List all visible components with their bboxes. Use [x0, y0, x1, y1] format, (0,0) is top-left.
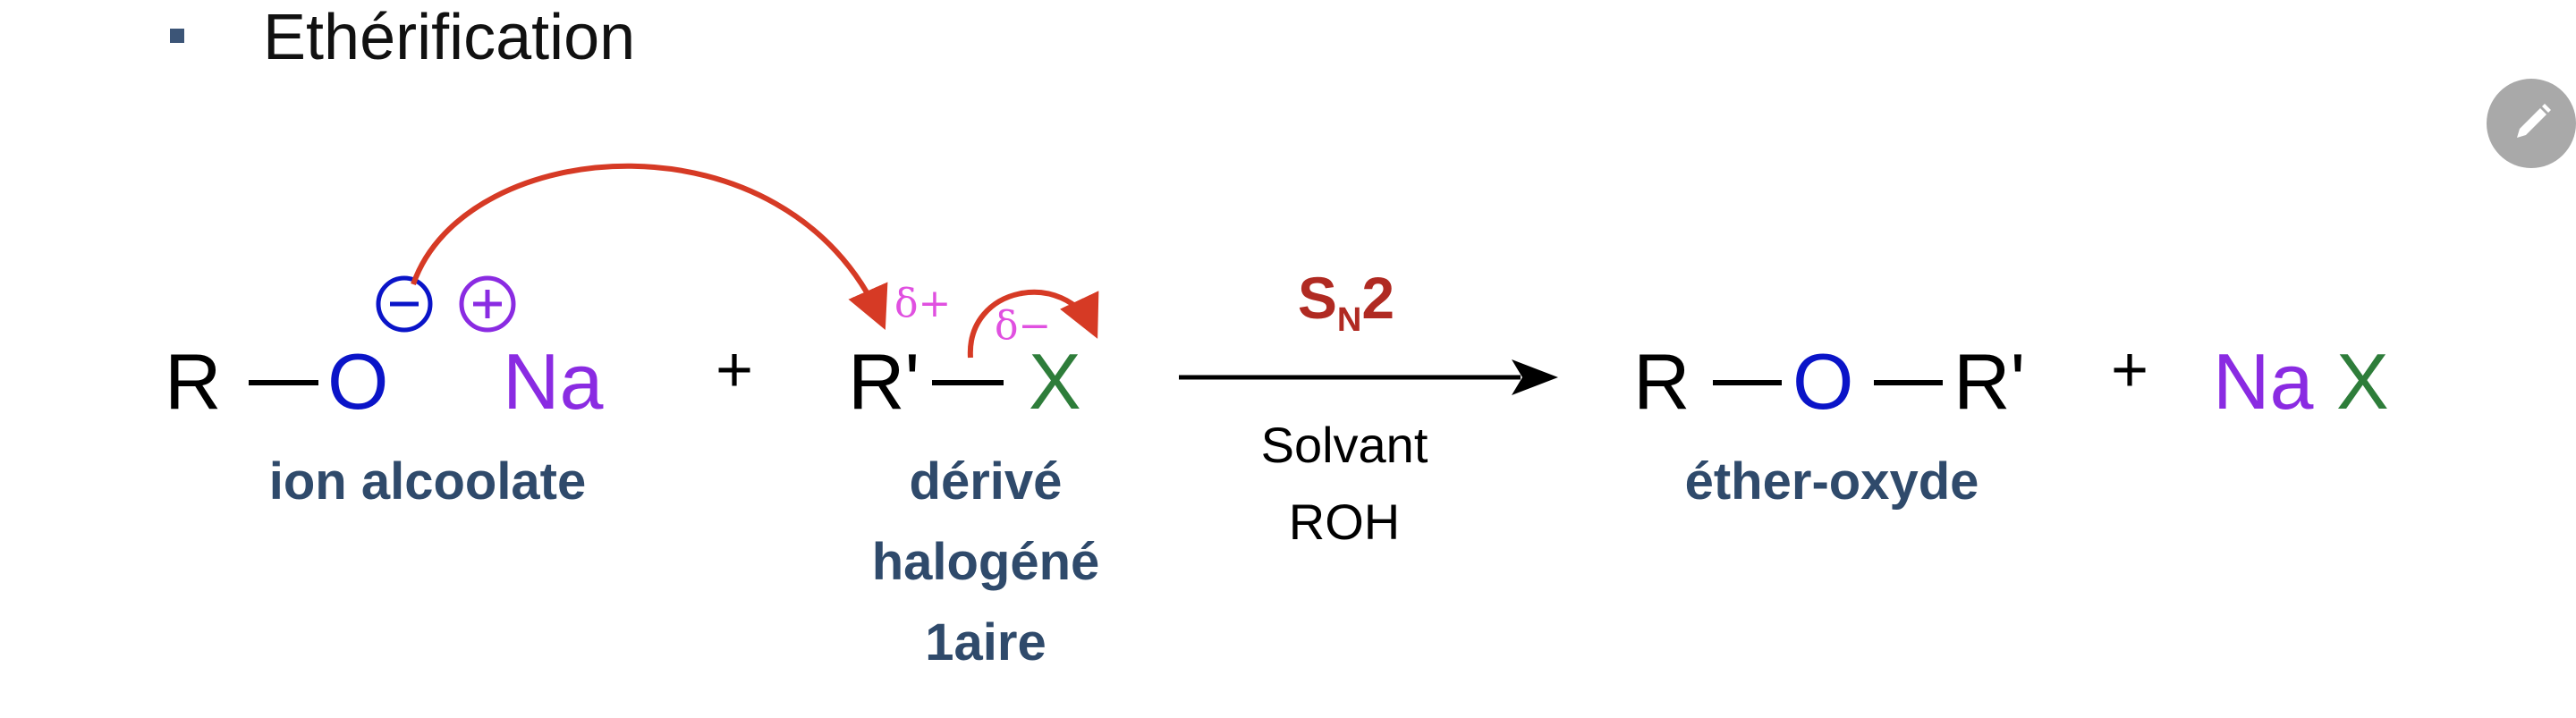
- label-ion-alcoolate: ion alcoolate: [268, 452, 587, 511]
- pencil-icon: [2517, 104, 2551, 138]
- plus-sign: +: [716, 334, 754, 406]
- negative-charge-icon: [376, 275, 433, 333]
- bullet-icon: [170, 29, 184, 43]
- salt-Na: Na: [2213, 337, 2314, 426]
- atom-O: O: [327, 337, 389, 426]
- positive-charge-icon: [459, 275, 516, 333]
- edit-button[interactable]: [2487, 79, 2576, 168]
- solvent-line-2: ROH: [1288, 494, 1401, 550]
- product-atom-O: O: [1792, 337, 1854, 426]
- section-title: Ethérification: [263, 2, 636, 73]
- mechanism-label: SN2: [1298, 268, 1394, 337]
- mechanism-N: N: [1336, 301, 1362, 340]
- plus-sign-2: +: [2111, 334, 2149, 406]
- atom-Na: Na: [503, 337, 604, 426]
- mechanism-2: 2: [1361, 265, 1395, 331]
- solvent-line-1: Solvant: [1260, 417, 1428, 473]
- label-derive: dérivé: [909, 452, 1063, 511]
- atom-X: X: [1029, 337, 1081, 426]
- atom-R: R: [165, 337, 222, 426]
- nucleophilic-attack-arrow: [411, 163, 888, 330]
- label-ether-oxyde: éther-oxyde: [1684, 452, 1979, 511]
- atom-R-prime: R': [848, 337, 920, 426]
- product-atom-R: R: [1633, 337, 1690, 426]
- delta-plus: δ+: [894, 281, 952, 326]
- salt-X: X: [2336, 337, 2389, 426]
- delta-minus: δ−: [995, 303, 1052, 349]
- label-1aire: 1aire: [925, 613, 1046, 672]
- leaving-group-arrow: [967, 289, 1099, 359]
- label-halogene: halogéné: [871, 533, 1100, 591]
- product-atom-R-prime: R': [1953, 337, 2026, 426]
- mechanism-S: S: [1297, 265, 1337, 331]
